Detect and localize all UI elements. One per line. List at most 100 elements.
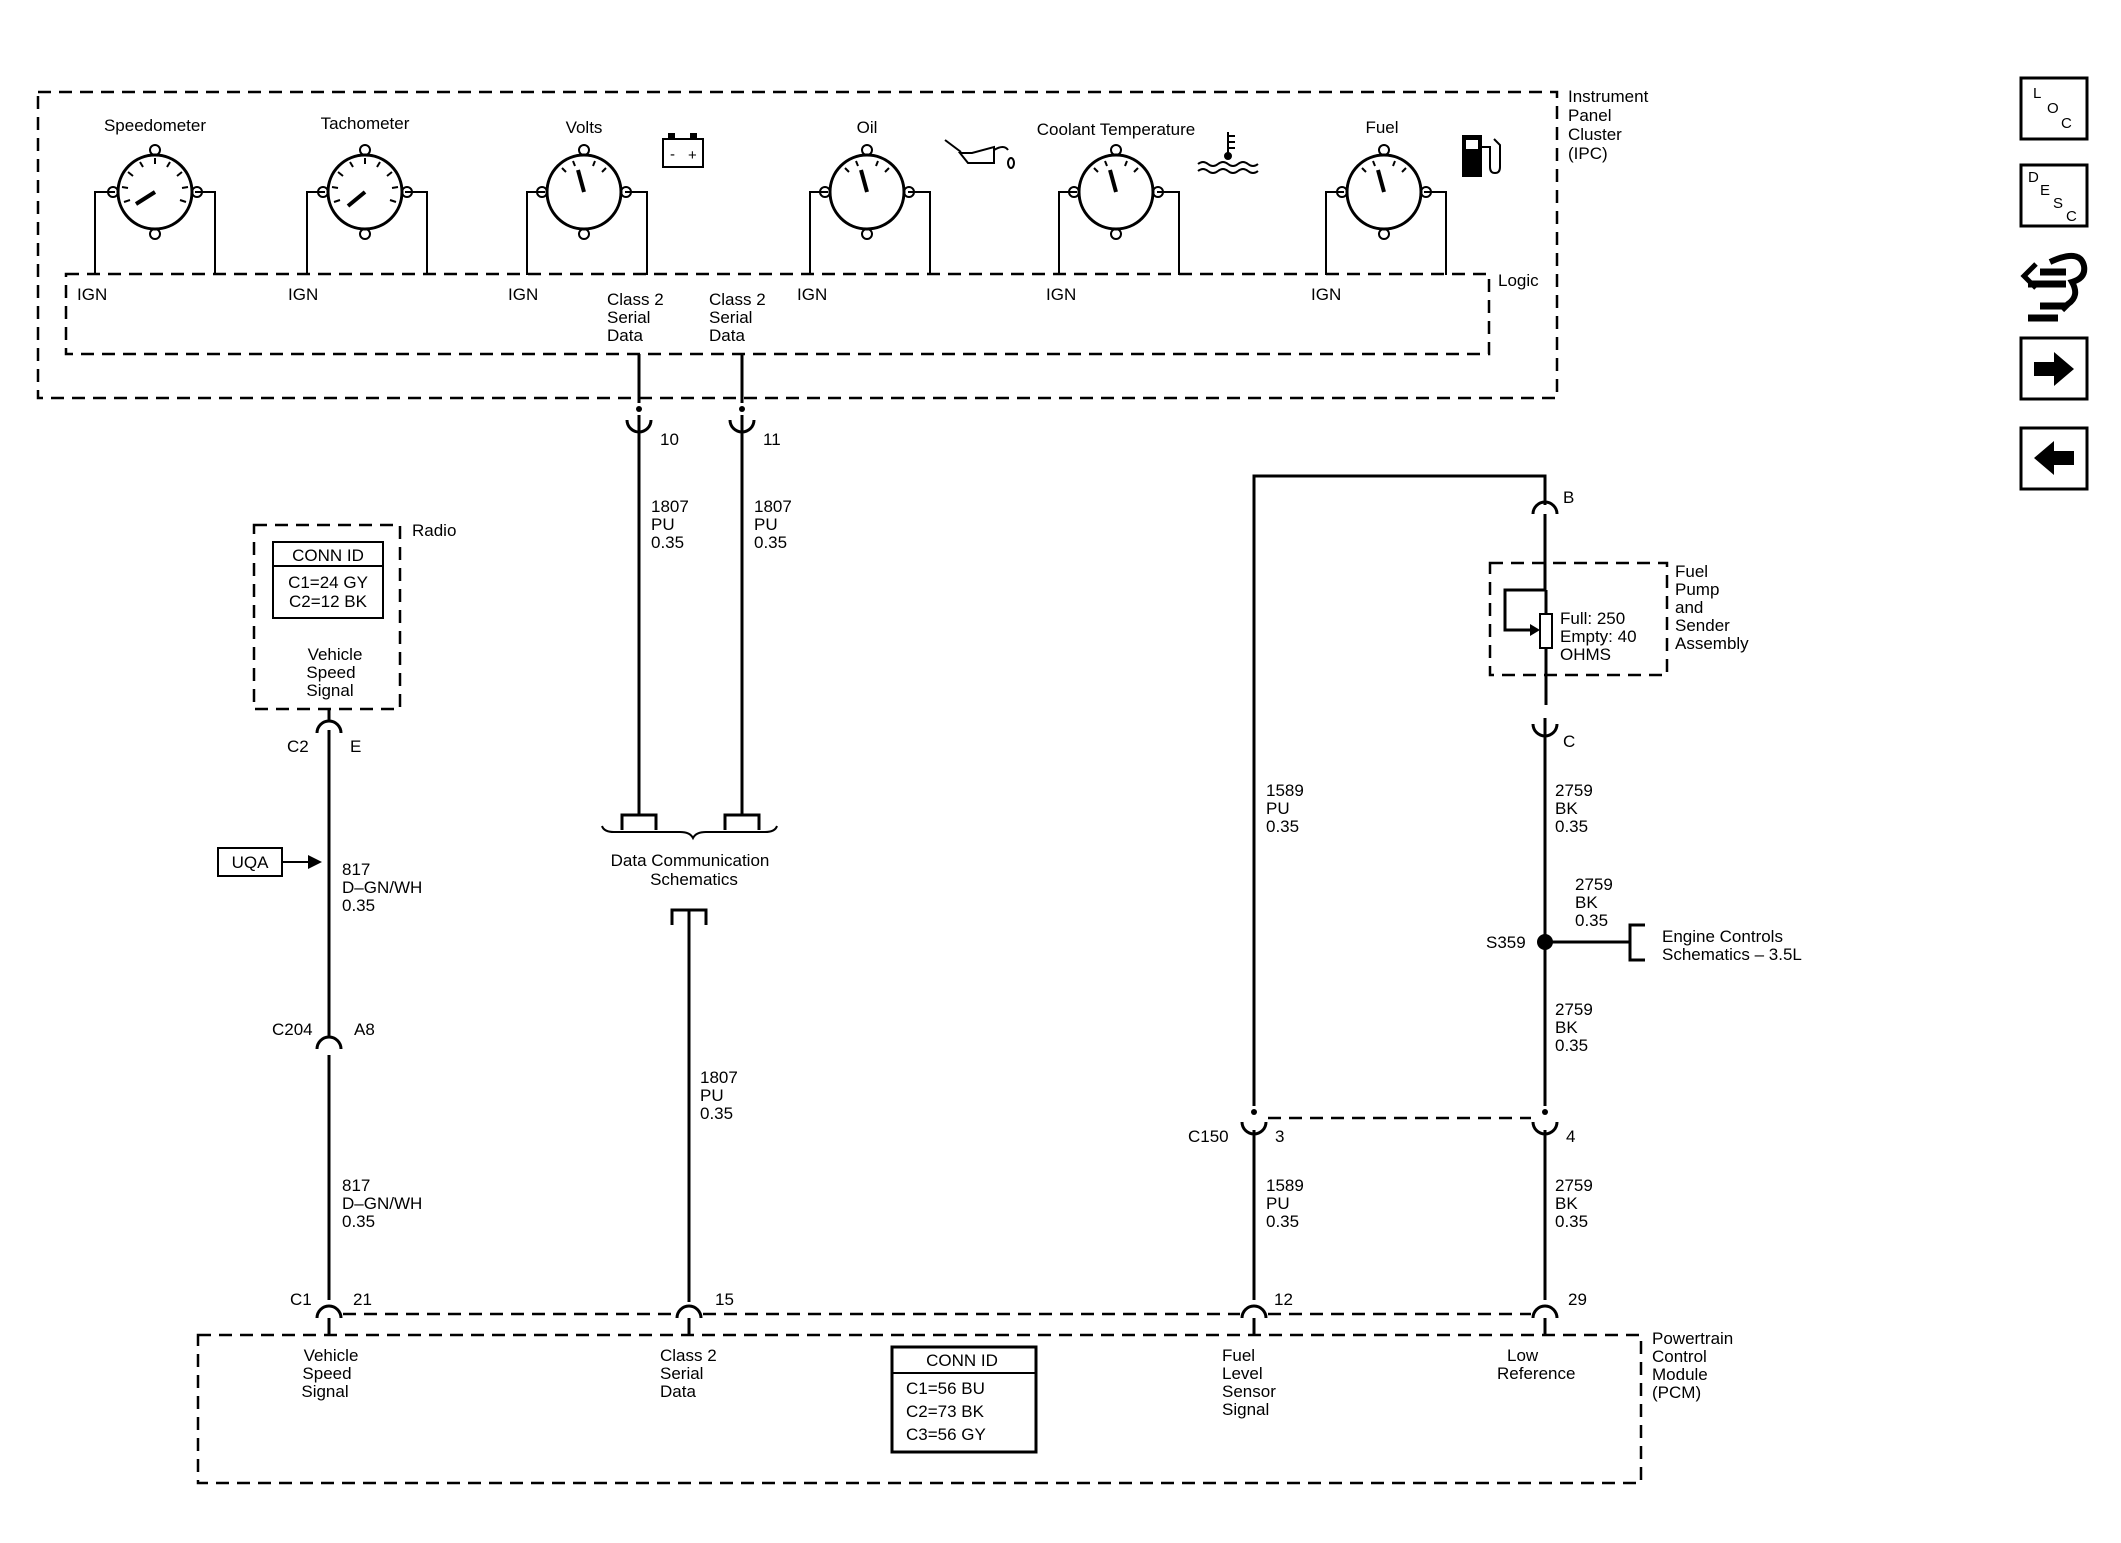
svg-text:2759: 2759 (1555, 781, 1593, 800)
svg-text:E: E (350, 737, 361, 756)
svg-text:Signal: Signal (301, 1382, 348, 1401)
svg-text:0.35: 0.35 (342, 1212, 375, 1231)
svg-text:2759: 2759 (1575, 875, 1613, 894)
svg-text:Class 2: Class 2 (709, 290, 766, 309)
gauge-input: IGN (1311, 285, 1341, 304)
svg-text:PU: PU (1266, 1194, 1290, 1213)
svg-text:Level: Level (1222, 1364, 1263, 1383)
ipc-class2-label-2: Class 2 Serial Data (709, 290, 766, 345)
oil-can-icon (944, 139, 1015, 169)
radio-title: Radio (412, 521, 456, 540)
svg-text:Data Communication: Data Communication (611, 851, 770, 870)
svg-text:BK: BK (1555, 1194, 1578, 1213)
svg-text:0.35: 0.35 (1555, 817, 1588, 836)
svg-text:2759: 2759 (1555, 1176, 1593, 1195)
svg-text:0.35: 0.35 (1575, 911, 1608, 930)
gauge-label: Volts (566, 118, 603, 137)
svg-text:C2=73 BK: C2=73 BK (906, 1402, 985, 1421)
gauge-label: Speedometer (104, 116, 206, 135)
svg-text:C1=24 GY: C1=24 GY (288, 573, 368, 592)
svg-text:817: 817 (342, 860, 370, 879)
connector-end-view-icon[interactable] (2020, 253, 2088, 322)
svg-text:O: O (2047, 100, 2059, 117)
ipc-title-4: (IPC) (1568, 144, 1608, 163)
svg-text:-: - (670, 146, 675, 163)
svg-text:1589: 1589 (1266, 1176, 1304, 1195)
svg-text:Sender: Sender (1675, 616, 1730, 635)
svg-text:UQA: UQA (232, 853, 270, 872)
svg-text:S359: S359 (1486, 933, 1526, 952)
location-button[interactable]: L O C (2019, 76, 2089, 141)
svg-text:Assembly: Assembly (1675, 634, 1749, 653)
fuel-level-circuit: B Full: 250 Empty: 40 OHMS Fuel Pump and… (1188, 474, 1802, 1300)
svg-text:Full: 250: Full: 250 (1560, 609, 1625, 628)
engine-controls-reference[interactable]: Engine Controls Schematics – 3.5L (1628, 923, 1802, 964)
svg-text:Module: Module (1652, 1365, 1708, 1384)
svg-text:C1=56 BU: C1=56 BU (906, 1379, 985, 1398)
ipc-title-3: Cluster (1568, 125, 1622, 144)
next-page-button[interactable] (2019, 336, 2089, 401)
description-button[interactable]: D E S C (2019, 163, 2089, 228)
svg-text:Speed: Speed (306, 663, 355, 682)
svg-text:Serial: Serial (709, 308, 752, 327)
svg-text:C150: C150 (1188, 1127, 1229, 1146)
ipc-pin-10: 10 (660, 430, 679, 449)
svg-text:Serial: Serial (607, 308, 650, 327)
previous-page-button[interactable] (2019, 426, 2089, 491)
svg-text:Empty: 40: Empty: 40 (1560, 627, 1637, 646)
svg-text:PU: PU (651, 515, 675, 534)
svg-text:Speed: Speed (302, 1364, 351, 1383)
ipc-module: Instrument Panel Cluster (IPC) Logic (36, 87, 1649, 400)
svg-text:1807: 1807 (754, 497, 792, 516)
svg-text:0.35: 0.35 (651, 533, 684, 552)
svg-text:and: and (1675, 598, 1703, 617)
vss-circuit: C2 E UQA 817 D–GN/WH 0.35 C204 A8 817 D–… (217, 709, 422, 1300)
gauge-face-icon (1093, 160, 1139, 193)
gauge-face-icon (1361, 160, 1407, 193)
arrow-right-icon (2034, 352, 2074, 386)
class2-wires: 10 11 1807 PU 0.35 1807 PU 0.35 (625, 354, 792, 815)
svg-text:0.35: 0.35 (700, 1104, 733, 1123)
coolant-temperature-icon (1197, 132, 1259, 174)
data-comm-reference[interactable]: Data Communication Schematics 1807 PU 0.… (601, 813, 778, 1302)
svg-text:B: B (1563, 488, 1574, 507)
svg-text:1589: 1589 (1266, 781, 1304, 800)
svg-text:C2=12 BK: C2=12 BK (289, 592, 368, 611)
svg-text:PU: PU (754, 515, 778, 534)
svg-text:C1: C1 (290, 1290, 312, 1309)
svg-text:817: 817 (342, 1176, 370, 1195)
svg-text:S: S (2053, 195, 2063, 212)
svg-text:Data: Data (660, 1382, 696, 1401)
svg-text:A8: A8 (354, 1020, 375, 1039)
svg-text:2759: 2759 (1555, 1000, 1593, 1019)
svg-text:21: 21 (353, 1290, 372, 1309)
svg-text:Reference: Reference (1497, 1364, 1575, 1383)
svg-text:Data: Data (607, 326, 643, 345)
svg-text:C2: C2 (287, 737, 309, 756)
svg-text:C3=56 GY: C3=56 GY (906, 1425, 986, 1444)
gauge-input: IGN (288, 285, 318, 304)
svg-text:0.35: 0.35 (1555, 1212, 1588, 1231)
uqa-reference[interactable]: UQA (217, 847, 322, 877)
tachometer-icon (331, 158, 399, 208)
svg-text:0.35: 0.35 (754, 533, 787, 552)
svg-text:C: C (2061, 115, 2072, 132)
svg-text:D–GN/WH: D–GN/WH (342, 1194, 422, 1213)
ipc-title-2: Panel (1568, 106, 1611, 125)
svg-text:CONN ID: CONN ID (926, 1351, 998, 1370)
svg-text:OHMS: OHMS (1560, 645, 1611, 664)
gauge-label: Tachometer (321, 114, 410, 133)
svg-text:Powertrain: Powertrain (1652, 1329, 1733, 1348)
svg-text:BK: BK (1555, 1018, 1578, 1037)
ipc-pin-11: 11 (763, 430, 781, 449)
gauge-input: IGN (508, 285, 538, 304)
svg-text:Class 2: Class 2 (607, 290, 664, 309)
svg-text:C: C (1563, 732, 1575, 751)
gauge-label: Fuel (1365, 118, 1398, 137)
arrow-left-icon (2034, 441, 2074, 475)
svg-text:4: 4 (1566, 1127, 1575, 1146)
svg-text:D: D (2028, 169, 2039, 186)
gauge-fuel: Fuel IGN (1311, 118, 1501, 304)
svg-text:Pump: Pump (1675, 580, 1719, 599)
